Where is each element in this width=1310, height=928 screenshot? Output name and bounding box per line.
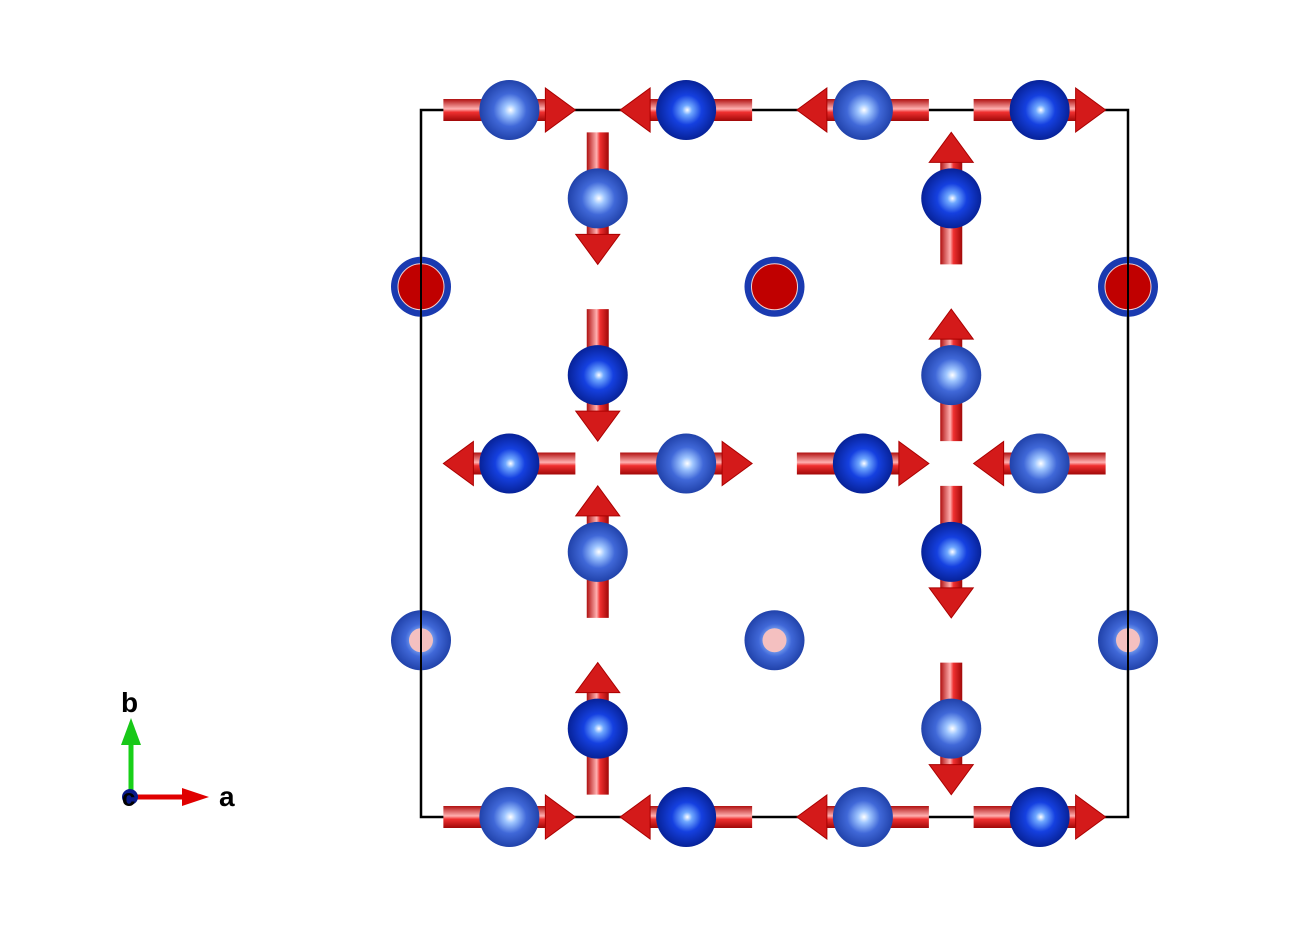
spin-arrowhead bbox=[796, 87, 828, 133]
magnetic-atom[interactable] bbox=[973, 787, 1107, 847]
atom-sphere bbox=[567, 698, 628, 759]
magnetic-atom[interactable] bbox=[442, 433, 576, 494]
magnetic-atom[interactable] bbox=[619, 80, 753, 140]
magnetic-atom[interactable] bbox=[921, 485, 982, 619]
atom-sphere bbox=[479, 80, 540, 140]
spin-arrowhead bbox=[1075, 87, 1107, 133]
spin-arrowhead bbox=[972, 440, 1005, 487]
atom-sphere bbox=[921, 698, 982, 759]
atom-sphere bbox=[567, 345, 628, 406]
spin-arrowhead bbox=[442, 440, 474, 487]
atom-sphere bbox=[656, 433, 717, 494]
magnetic-atom[interactable] bbox=[921, 308, 982, 442]
spin-arrowhead bbox=[898, 440, 930, 487]
spin-arrowhead bbox=[544, 87, 577, 133]
magnetic-atom[interactable] bbox=[567, 661, 628, 795]
clipped-site-pink[interactable] bbox=[744, 610, 805, 671]
atom-sphere bbox=[1009, 80, 1070, 140]
axis-indicator: b a c bbox=[121, 687, 235, 812]
spin-arrowhead bbox=[619, 87, 651, 133]
magnetic-atom[interactable] bbox=[972, 433, 1106, 494]
magnetic-atom[interactable] bbox=[443, 80, 577, 140]
magnetic-atom[interactable] bbox=[620, 433, 753, 494]
c-axis-label: c bbox=[122, 785, 135, 812]
site-core bbox=[762, 628, 787, 653]
atom-sphere bbox=[921, 521, 982, 582]
a-axis-label: a bbox=[219, 781, 235, 812]
spin-arrowhead bbox=[544, 794, 577, 840]
atom-sphere bbox=[479, 433, 540, 494]
spin-arrowhead bbox=[928, 131, 975, 163]
spin-arrowhead bbox=[721, 440, 753, 487]
magnetic-atom[interactable] bbox=[567, 485, 628, 618]
clipped-site-red[interactable] bbox=[744, 256, 805, 317]
atom-sphere bbox=[921, 345, 982, 406]
atom-sphere bbox=[1009, 787, 1070, 847]
atom-sphere bbox=[656, 80, 717, 140]
magnetic-atom[interactable] bbox=[796, 80, 929, 140]
magnetic-atom[interactable] bbox=[567, 132, 628, 266]
magnetic-atom[interactable] bbox=[567, 309, 628, 442]
spin-arrowhead bbox=[1075, 794, 1107, 840]
spin-arrowhead bbox=[928, 764, 975, 796]
magnetic-atom[interactable] bbox=[443, 787, 577, 847]
site-core bbox=[751, 263, 798, 311]
spin-arrowhead bbox=[928, 308, 975, 340]
atom-sphere bbox=[1009, 433, 1070, 494]
spin-arrowhead bbox=[574, 233, 621, 266]
atom-sphere bbox=[479, 787, 540, 847]
atom-sphere bbox=[567, 521, 628, 582]
atom-sphere bbox=[832, 80, 893, 140]
b-axis-arrowhead bbox=[121, 718, 141, 745]
atom-sphere bbox=[832, 787, 893, 847]
magnetic-atom[interactable] bbox=[973, 80, 1107, 140]
spin-arrowhead bbox=[574, 661, 621, 694]
spin-arrowhead bbox=[574, 485, 621, 517]
magnetic-atom[interactable] bbox=[796, 787, 929, 847]
magnetic-atom[interactable] bbox=[796, 433, 930, 494]
c-axis-dot bbox=[122, 789, 138, 805]
magnetic-atom[interactable] bbox=[921, 131, 982, 265]
magnetic-atom[interactable] bbox=[619, 787, 753, 847]
magnetic-atom[interactable] bbox=[921, 662, 982, 796]
spin-arrowhead bbox=[574, 410, 621, 442]
b-axis-label: b bbox=[121, 687, 138, 718]
atom-sphere bbox=[656, 787, 717, 847]
a-axis-arrowhead bbox=[182, 788, 209, 806]
spin-arrowhead bbox=[928, 587, 975, 619]
spin-arrowhead bbox=[796, 794, 828, 840]
atom-sphere bbox=[567, 168, 628, 229]
atom-sphere bbox=[832, 433, 893, 494]
spin-arrowhead bbox=[619, 794, 651, 840]
atom-sphere bbox=[921, 168, 982, 229]
